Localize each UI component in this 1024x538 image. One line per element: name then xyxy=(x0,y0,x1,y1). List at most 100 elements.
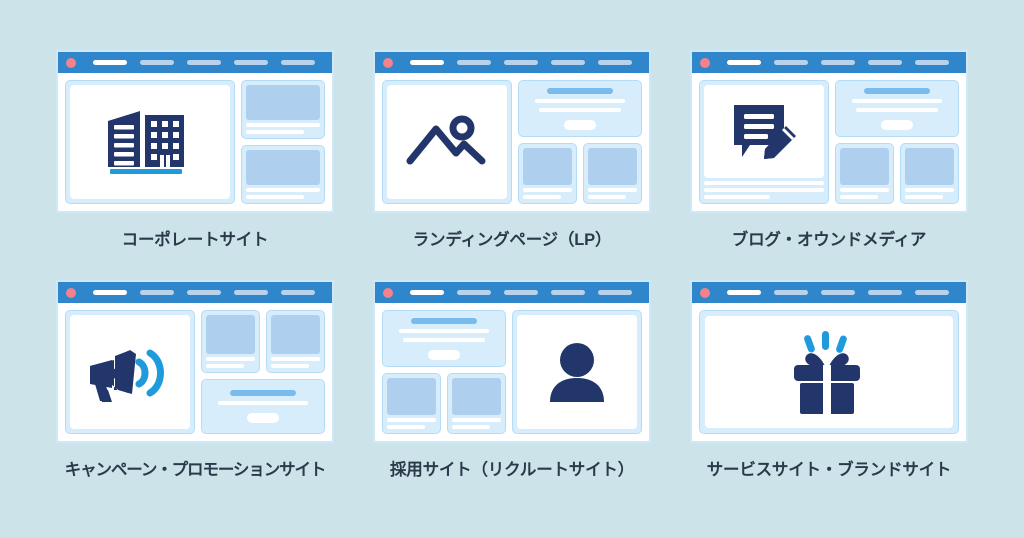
browser-window xyxy=(690,50,968,213)
side-card[interactable] xyxy=(447,373,506,434)
browser-tab-1[interactable] xyxy=(92,290,127,295)
browser-content xyxy=(692,303,966,441)
text-line xyxy=(840,195,879,199)
side-card[interactable] xyxy=(518,143,577,204)
side-card[interactable] xyxy=(201,310,260,374)
browser-tab-4[interactable] xyxy=(234,60,269,65)
side-card-pair xyxy=(201,310,325,374)
browser-tab-1[interactable] xyxy=(726,60,761,65)
browser-tab-3[interactable] xyxy=(186,60,221,65)
browser-tab-4[interactable] xyxy=(551,60,586,65)
card-blog-owned-media[interactable]: ブログ・オウンドメディア xyxy=(690,50,968,250)
browser-tab-3[interactable] xyxy=(820,290,855,295)
text-line xyxy=(905,188,954,192)
text-line xyxy=(271,357,320,362)
side-column xyxy=(382,310,506,434)
text-line xyxy=(852,98,942,103)
browser-title-bar xyxy=(58,282,332,303)
browser-tab-3[interactable] xyxy=(186,290,221,295)
text-line xyxy=(452,425,491,429)
hero-panel xyxy=(382,80,512,204)
promo-panel[interactable] xyxy=(201,379,325,434)
text-line xyxy=(539,107,621,112)
promo-cta-button[interactable] xyxy=(427,349,461,360)
promo-cta-button[interactable] xyxy=(563,119,597,130)
browser-window xyxy=(56,280,334,443)
thumbnail xyxy=(246,150,320,185)
browser-tab-1[interactable] xyxy=(409,290,444,295)
browser-tab-3[interactable] xyxy=(503,290,538,295)
side-card[interactable] xyxy=(241,80,325,139)
browser-tab-5[interactable] xyxy=(281,290,316,295)
browser-tab-2[interactable] xyxy=(456,60,491,65)
promo-cta-button[interactable] xyxy=(880,119,914,130)
browser-tab-4[interactable] xyxy=(234,290,269,295)
card-campaign-promotion-site[interactable]: キャンペーン・プロモーションサイト xyxy=(56,280,334,480)
browser-tab-5[interactable] xyxy=(281,60,316,65)
thumbnail xyxy=(588,148,637,185)
side-card[interactable] xyxy=(583,143,642,204)
side-card[interactable] xyxy=(900,143,959,204)
window-close-dot xyxy=(383,287,393,298)
text-line xyxy=(452,418,501,422)
thumbnail xyxy=(840,148,889,185)
browser-content xyxy=(375,73,649,211)
window-close-dot xyxy=(700,57,710,68)
side-card[interactable] xyxy=(835,143,894,204)
side-card[interactable] xyxy=(266,310,325,374)
text-line xyxy=(704,195,770,199)
browser-content xyxy=(58,303,332,441)
text-line xyxy=(218,401,308,406)
browser-tab-1[interactable] xyxy=(409,60,444,65)
promo-cta-button[interactable] xyxy=(246,413,280,424)
card-caption: キャンペーン・プロモーションサイト xyxy=(64,461,327,479)
browser-tab-1[interactable] xyxy=(92,60,127,65)
card-row-bottom: キャンペーン・プロモーションサイト xyxy=(56,280,968,480)
browser-tab-1[interactable] xyxy=(726,290,761,295)
browser-tab-5[interactable] xyxy=(598,290,633,295)
card-caption: コーポレートサイト xyxy=(121,231,269,249)
browser-tab-5[interactable] xyxy=(915,290,950,295)
side-card[interactable] xyxy=(241,145,325,204)
browser-tab-5[interactable] xyxy=(598,60,633,65)
browser-tab-5[interactable] xyxy=(915,60,950,65)
text-line xyxy=(856,107,938,112)
hero-panel xyxy=(65,80,235,204)
browser-tab-2[interactable] xyxy=(773,60,808,65)
text-line xyxy=(588,195,627,199)
document-pencil-icon xyxy=(704,85,824,178)
browser-tab-4[interactable] xyxy=(868,60,903,65)
card-corporate-site[interactable]: コーポレートサイト xyxy=(56,50,334,250)
browser-tab-4[interactable] xyxy=(551,290,586,295)
text-line xyxy=(704,188,824,192)
promo-heading-bar xyxy=(547,87,613,94)
card-landing-page[interactable]: ランディングページ（LP） xyxy=(373,50,651,250)
thumbnail xyxy=(452,378,501,415)
browser-tab-3[interactable] xyxy=(820,60,855,65)
promo-panel[interactable] xyxy=(518,80,642,138)
browser-tab-2[interactable] xyxy=(456,290,491,295)
browser-tab-strip xyxy=(86,290,322,295)
browser-tab-2[interactable] xyxy=(773,290,808,295)
thumbnail xyxy=(271,315,320,355)
promo-panel[interactable] xyxy=(382,310,506,368)
window-close-dot xyxy=(66,57,76,68)
thumbnail xyxy=(387,378,436,415)
browser-title-bar xyxy=(375,282,649,303)
side-card-pair xyxy=(382,373,506,434)
card-recruit-site[interactable]: 採用サイト（リクルートサイト） xyxy=(373,280,651,480)
side-card[interactable] xyxy=(382,373,441,434)
text-line xyxy=(523,195,562,199)
browser-content xyxy=(692,73,966,211)
browser-tab-2[interactable] xyxy=(139,290,174,295)
browser-title-bar xyxy=(692,282,966,303)
megaphone-icon xyxy=(70,315,190,429)
side-column xyxy=(241,80,325,204)
text-line xyxy=(387,418,436,422)
browser-tab-3[interactable] xyxy=(503,60,538,65)
card-service-brand-site[interactable]: サービスサイト・ブランドサイト xyxy=(690,280,968,480)
browser-tab-4[interactable] xyxy=(868,290,903,295)
browser-tab-strip xyxy=(403,60,639,65)
browser-tab-2[interactable] xyxy=(139,60,174,65)
promo-panel[interactable] xyxy=(835,80,959,138)
